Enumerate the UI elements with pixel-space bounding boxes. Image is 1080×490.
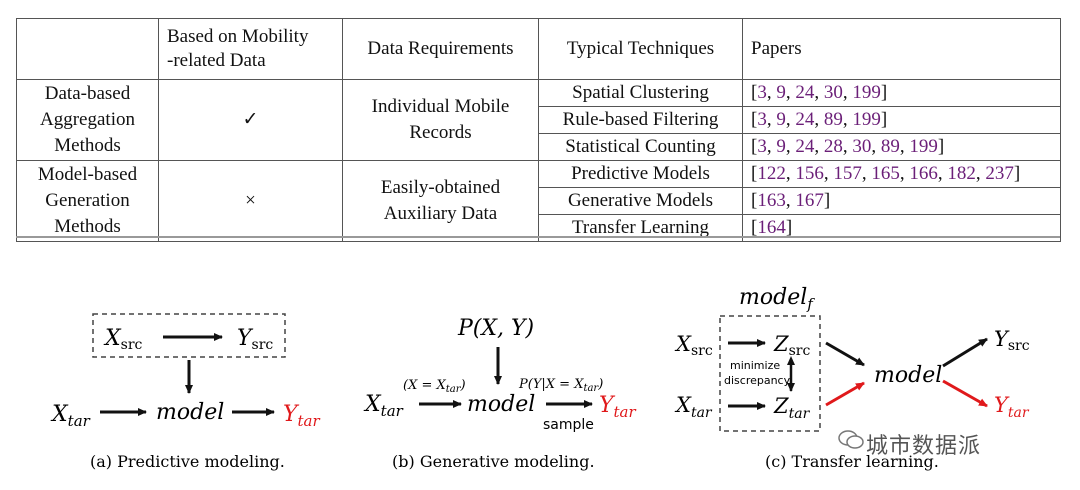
x-tar-label: Xtar [363,392,404,420]
requirement-cell: Individual Mobile Records [342,79,539,161]
paper-reference-link[interactable]: 122 [757,163,786,184]
arrow-ztar-model [825,381,865,407]
watermark-text: 城市数据派 [866,434,982,459]
paper-reference-link[interactable]: 30 [823,82,843,103]
discrepancy-label: discrepancy [724,374,791,387]
paper-reference-link[interactable]: 157 [833,163,862,184]
technique-cell: Spatial Clustering [538,79,743,107]
paper-reference-link[interactable]: 3 [757,82,767,103]
paper-reference-link[interactable]: 3 [757,109,767,130]
diagram-a: Xsrc Ysrc Xtar model Ytar (a) Predictive… [50,313,321,471]
table-row: Rule-based Filtering[3, 9, 24, 89, 199] [17,106,1061,134]
paper-reference-link[interactable]: 163 [757,190,786,211]
y-tar-label: Ytar [283,402,321,430]
x-tar-label: Xtar [50,402,91,430]
paper-reference-link[interactable]: 89 [823,109,843,130]
y-src-label: Ysrc [237,326,273,353]
header-empty [16,18,159,80]
x-src-label: Xsrc [674,332,713,359]
paper-reference-link[interactable]: 199 [852,82,881,103]
table-bottom-rule [16,236,1060,238]
papers-cell: [3, 9, 24, 28, 30, 89, 199] [742,133,1061,161]
category-cell: Model-based Generation Methods [16,160,159,242]
paper-reference-link[interactable]: 24 [795,82,815,103]
header-papers: Papers [742,18,1061,80]
paper-reference-link[interactable]: 199 [909,136,938,157]
paper-reference-link[interactable]: 3 [757,136,767,157]
paper-reference-link[interactable]: 167 [795,190,824,211]
category-cell: Data-based Aggregation Methods [16,79,159,161]
table-row: Generative Models[163, 167] [17,187,1061,215]
paper-reference-link[interactable]: 165 [871,163,900,184]
model-label: model [156,400,224,425]
model-f-box [719,315,821,432]
joint-distribution-label: P(X, Y) [457,316,534,341]
model-label: model [467,392,535,417]
minimize-label: minimize [730,359,780,372]
paper-reference-link[interactable]: 24 [795,109,815,130]
arrow-zsrc-model [825,341,865,367]
technique-cell: Statistical Counting [538,133,743,161]
papers-cell: [163, 167] [742,187,1061,215]
table-row: Statistical Counting[3, 9, 24, 28, 30, 8… [17,133,1061,161]
papers-cell: [122, 156, 157, 165, 166, 182, 237] [742,160,1061,188]
technique-cell: Rule-based Filtering [538,106,743,134]
paper-reference-link[interactable]: 24 [795,136,815,157]
paper-reference-link[interactable]: 9 [776,136,786,157]
paper-reference-link[interactable]: 9 [776,82,786,103]
paper-reference-link[interactable]: 28 [823,136,843,157]
table-row: Data-based Aggregation Methods✓Individua… [16,79,1061,161]
z-tar-label: Ztar [773,394,811,422]
paper-reference-link[interactable]: 237 [985,163,1014,184]
caption-b: (b) Generative modeling. [392,452,595,471]
paper-reference-link[interactable]: 156 [795,163,824,184]
caption-a: (a) Predictive modeling. [90,452,285,471]
paper-reference-link[interactable]: 166 [909,163,938,184]
caption-c: (c) Transfer learning. [765,452,939,471]
arrow-model-ysrc [942,337,988,368]
paper-reference-link[interactable]: 164 [757,217,786,238]
condition-label: (X = Xtar) [403,378,466,395]
y-tar-label: Ytar [994,393,1030,421]
y-tar-label: Ytar [599,393,637,421]
posterior-label: P(Y|X = Xtar) [518,377,603,394]
mobility-mark: ✓ [158,79,343,161]
x-src-label: Xsrc [103,326,143,353]
paper-reference-link[interactable]: 89 [880,136,900,157]
paper-reference-link[interactable]: 9 [776,109,786,130]
diagram-b: P(X, Y) (X = Xtar) P(Y|X = Xtar) Xtar mo… [363,316,637,471]
wechat-icon [838,430,864,449]
header-techniques: Typical Techniques [538,18,743,80]
technique-cell: Generative Models [538,187,743,215]
comparison-table: Based on Mobility-related Data Data Requ… [16,18,1061,242]
x-tar-label: Xtar [674,393,713,421]
technique-cell: Predictive Models [538,160,743,188]
diagram-c: modelf Xsrc Zsrc minimize discrepancy Xt… [674,285,1030,471]
arrow-model-ytar [942,379,988,408]
mobility-mark: × [158,160,343,242]
papers-cell: [3, 9, 24, 89, 199] [742,106,1061,134]
y-src-label: Ysrc [994,327,1030,354]
paper-reference-link[interactable]: 182 [947,163,976,184]
paper-reference-link[interactable]: 199 [852,109,881,130]
table-row: Model-based Generation Methods×Easily-ob… [16,160,1061,242]
model-f-label: modelf [739,285,815,313]
z-src-label: Zsrc [773,332,810,359]
sample-label: sample [543,417,594,433]
model-label: model [874,363,942,388]
paper-reference-link[interactable]: 30 [852,136,872,157]
requirement-cell: Easily-obtained Auxiliary Data [342,160,539,242]
